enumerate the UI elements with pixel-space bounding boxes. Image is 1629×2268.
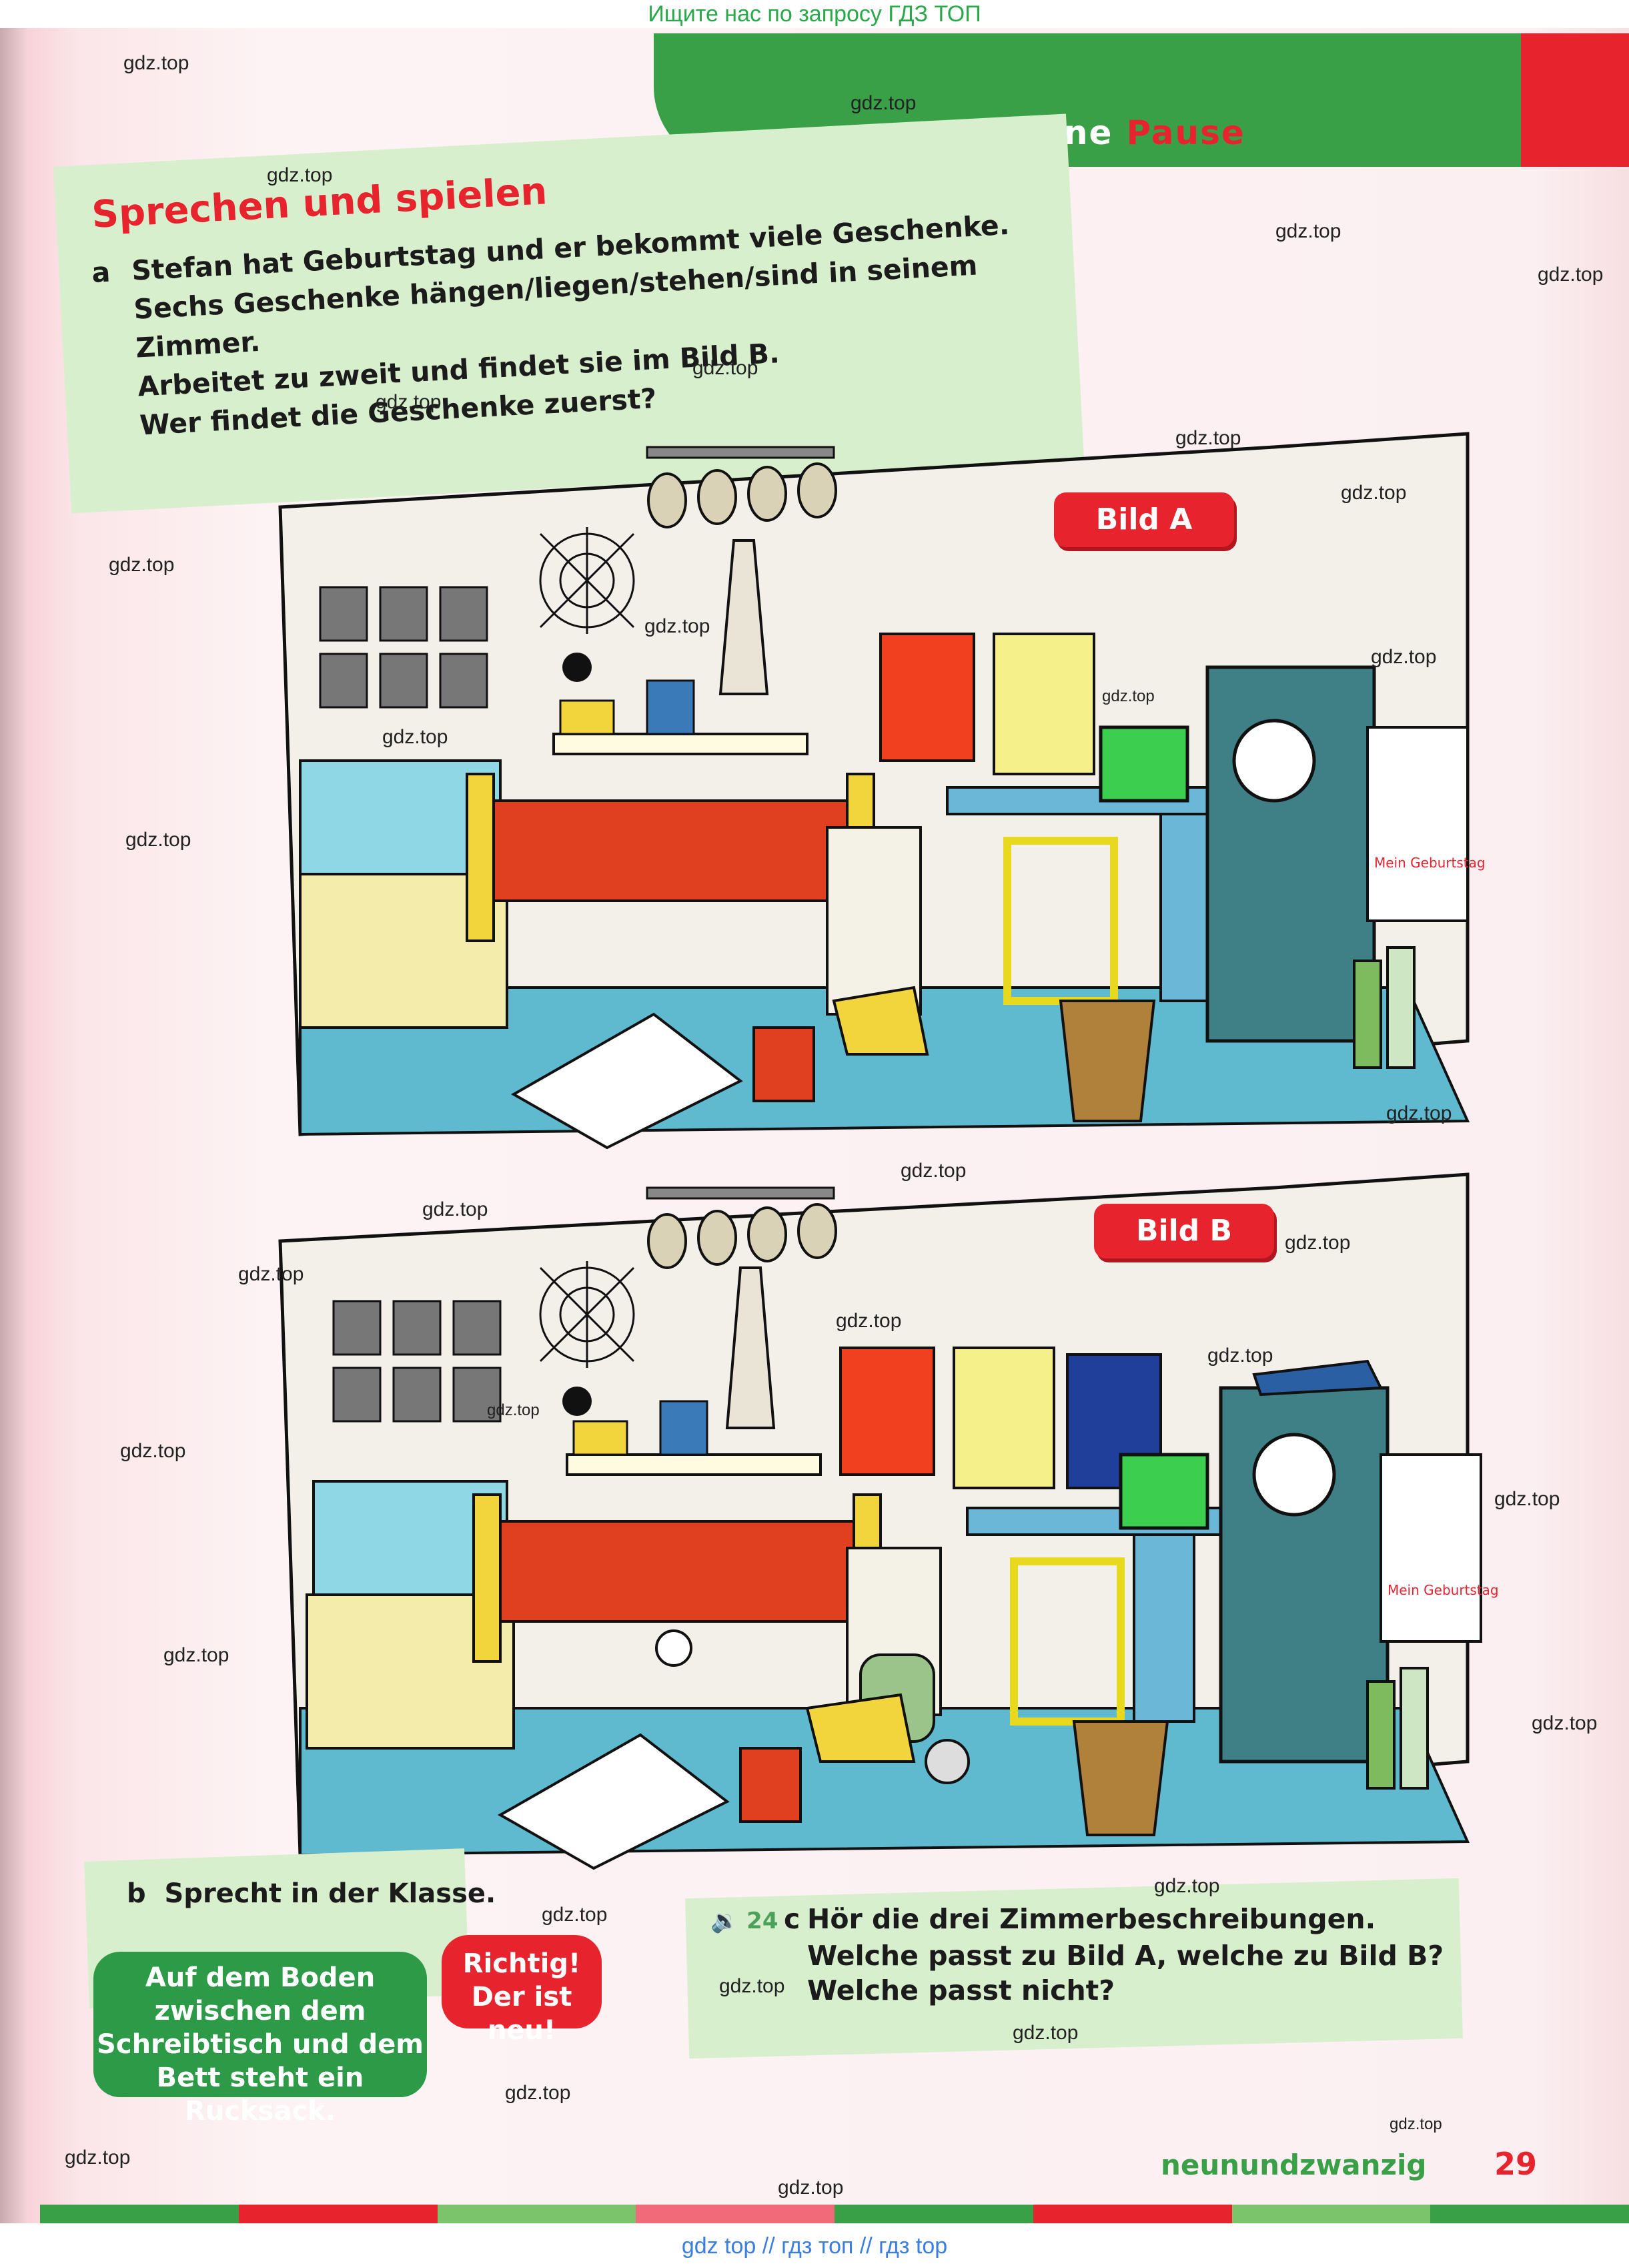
- watermark: gdz.top: [851, 92, 917, 114]
- rocket-model-b: [725, 1266, 776, 1429]
- watermark: gdz.top: [376, 391, 442, 413]
- bottles-b: [1366, 1667, 1429, 1790]
- watermark: gdz.top: [836, 1310, 902, 1332]
- watermark: gdz.top: [1532, 1712, 1598, 1734]
- audio-track-number: 24: [746, 1908, 778, 1934]
- footer-stripe: [40, 2205, 1629, 2223]
- calendar-b: Mein Geburtstag: [1380, 1453, 1499, 1643]
- task-c-letter: c: [784, 1903, 800, 1935]
- watermark: gdz.top: [1538, 264, 1604, 286]
- watermark: gdz.top: [1013, 2022, 1079, 2044]
- bild-a-label: Bild A: [1054, 492, 1234, 547]
- bookshelf-a: [552, 679, 808, 755]
- picture-a: Mein Geburtstag: [274, 414, 1514, 1154]
- watermark: gdz.top: [1285, 1232, 1351, 1254]
- watermark: gdz.top: [1102, 687, 1155, 705]
- watermark: gdz.top: [1275, 220, 1341, 242]
- watermark: gdz.top: [125, 829, 191, 851]
- watermark: gdz.top: [505, 2082, 571, 2104]
- bed-b: [472, 1493, 882, 1663]
- spider-web-a: [539, 527, 635, 634]
- pizza-box-b: [497, 1733, 730, 1870]
- watermark: gdz.top: [120, 1440, 186, 1462]
- calendar-a: Mein Geburtstag: [1366, 726, 1486, 922]
- pizza-box-a: [510, 1012, 743, 1150]
- inline-skate-b: [805, 1693, 916, 1763]
- room-illustration-b: Mein Geburtstag: [278, 1172, 1499, 1870]
- banner-word-pause: Pause: [1126, 113, 1245, 152]
- watermark: gdz.top: [238, 1263, 304, 1285]
- drinks-cup-a: [752, 1026, 815, 1102]
- bottles-a: [1353, 946, 1416, 1069]
- page-number: 29: [1494, 2146, 1538, 2182]
- posters-b: [839, 1347, 1162, 1489]
- watermark: gdz.top: [1371, 646, 1437, 668]
- speech-bubble-green: Auf dem Boden zwischen dem Schreibtisch …: [93, 1952, 427, 2127]
- wardrobe-a: [1205, 665, 1376, 1043]
- watermark: gdz.top: [1154, 1875, 1220, 1897]
- spider-b: [562, 1387, 592, 1416]
- watermark: gdz.top: [163, 1644, 229, 1666]
- desk-b: [966, 1453, 1229, 1723]
- bild-b-label: Bild B: [1094, 1204, 1274, 1258]
- ceiling-lamps-b: [646, 1186, 837, 1269]
- waste-basket-b: [1072, 1720, 1169, 1836]
- watermark: gdz.top: [267, 164, 333, 186]
- watermark: gdz.top: [487, 1401, 540, 1419]
- task-b-text: b Sprecht in der Klasse.: [127, 1878, 496, 1909]
- posters-a: [879, 633, 1095, 775]
- header-notice: Ищите нас по запросу ГДЗ ТОП: [648, 1, 981, 27]
- watermark: gdz.top: [422, 1198, 488, 1220]
- watermark: gdz.top: [1386, 1102, 1452, 1124]
- audio-track-icon[interactable]: 🔉 24: [710, 1908, 778, 1934]
- watermark: gdz.top: [542, 1904, 608, 1926]
- watermark: gdz.top: [1341, 482, 1407, 504]
- task-a-letter: a: [91, 256, 111, 289]
- watermark: gdz.top: [382, 726, 448, 748]
- spider-a: [562, 653, 592, 682]
- page-spine: [0, 28, 27, 2223]
- page-number-word: neunundzwanzig: [1161, 2149, 1427, 2181]
- room-illustration-a: Mein Geburtstag: [278, 432, 1486, 1150]
- cd-b: [925, 1739, 970, 1784]
- watermark: gdz.top: [123, 52, 189, 74]
- drinks-cup-b: [739, 1747, 802, 1823]
- task-c-line-2: Welche passt zu Bild A, welche zu Bild B…: [807, 1940, 1444, 1972]
- task-c-line-3: Welche passt nicht?: [807, 1974, 1115, 2006]
- chair-b: [1010, 1557, 1125, 1726]
- spider-web-b: [539, 1261, 635, 1368]
- watermark: gdz.top: [644, 615, 710, 637]
- football-b: [655, 1629, 692, 1667]
- calendar-text-a: Mein Geburtstag: [1374, 855, 1486, 871]
- book-stack-a: [826, 826, 922, 1016]
- task-b-letter: b: [127, 1878, 146, 1909]
- speech-bubble-red: Richtig! Der ist neu!: [442, 1935, 602, 2046]
- ceiling-lamps-a: [646, 446, 837, 528]
- waste-basket-a: [1059, 1000, 1156, 1122]
- bookshelf-b: [566, 1400, 822, 1476]
- watermark: gdz.top: [719, 1975, 785, 1997]
- watermark: gdz.top: [1494, 1488, 1560, 1510]
- inline-skate-a: [832, 986, 929, 1056]
- watermark: gdz.top: [65, 2147, 131, 2169]
- shoes-on-wardrobe-b: [1252, 1359, 1384, 1397]
- wardrobe-b: [1219, 1359, 1390, 1764]
- rocket-model-a: [718, 539, 769, 695]
- watermark: gdz.top: [692, 357, 758, 379]
- watermark: gdz.top: [778, 2177, 844, 2199]
- red-corner-tab: [1521, 33, 1629, 167]
- watermark: gdz.top: [1207, 1345, 1273, 1367]
- watermark: gdz.top: [1175, 427, 1241, 449]
- watermark: gdz.top: [901, 1160, 967, 1182]
- watermark: gdz.top: [109, 554, 175, 576]
- calendar-text-b: Mein Geburtstag: [1388, 1582, 1499, 1598]
- footer-notice: gdz top // гдз топ // гдз top: [681, 2233, 948, 2259]
- picture-b: Mein Geburtstag: [274, 1161, 1514, 1875]
- picture-frames-a: [319, 586, 488, 709]
- picture-frames-b: [332, 1300, 502, 1423]
- watermark: gdz.top: [1390, 2115, 1442, 2133]
